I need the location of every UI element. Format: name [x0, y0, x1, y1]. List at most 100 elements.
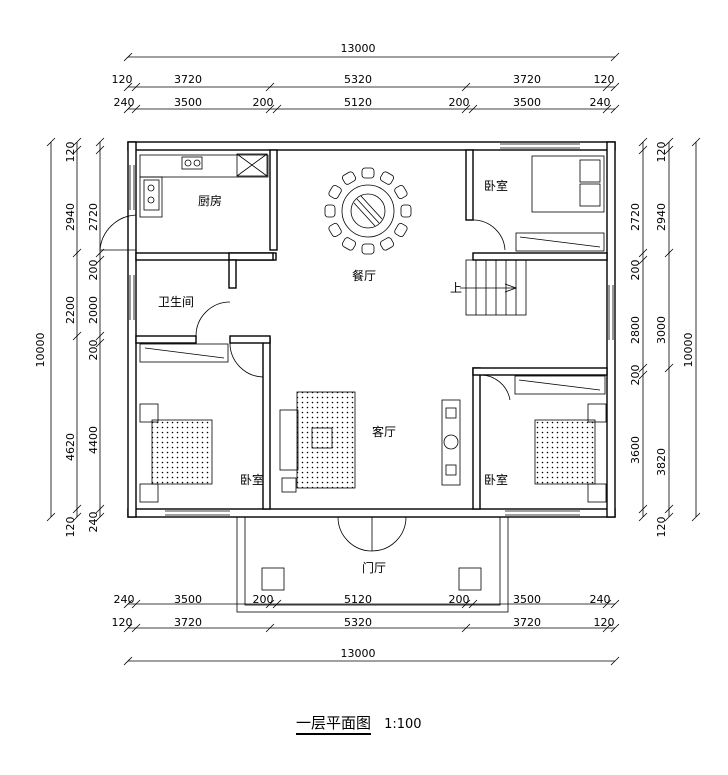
dim-left-i-1: 200 [87, 260, 100, 281]
dimension-tick [461, 623, 471, 633]
dimension-tick [638, 145, 648, 155]
dim-bot-r2-3: 3720 [513, 616, 541, 629]
dim-left-o-4: 120 [64, 517, 77, 538]
dimension-tick [95, 504, 105, 514]
dimension-tick [46, 137, 56, 147]
dimension-tick [95, 137, 105, 147]
dim-left-i-0: 2720 [87, 203, 100, 231]
dimension-tick [131, 623, 141, 633]
dim-bot-total: 13000 [341, 647, 376, 660]
dimension-tick [638, 363, 648, 373]
dimension-tick [468, 599, 478, 609]
dimension-lines [50, 56, 697, 662]
dining-table [324, 167, 412, 255]
label-kitchen: 厨房 [198, 193, 222, 208]
dimension-text-bottom: 240 3500 200 5120 200 3500 240 120 3720 … [112, 593, 615, 660]
dining-chair [324, 204, 336, 218]
dimension-tick [638, 504, 648, 514]
dim-right-o-1: 2940 [655, 203, 668, 231]
dim-right-total: 10000 [682, 333, 695, 368]
dim-right-i-3: 200 [629, 365, 642, 386]
label-stair-up: 上 [450, 281, 462, 295]
dim-top-r2-5: 3500 [513, 96, 541, 109]
dim-top-r2-2: 200 [253, 96, 274, 109]
dim-right-i-0: 2720 [629, 203, 642, 231]
kitchen-fixtures [139, 153, 269, 218]
dimension-tick [95, 145, 105, 155]
dimension-tick [610, 82, 620, 92]
dim-right-o-3: 3820 [655, 448, 668, 476]
dim-top-r2-3: 5120 [344, 96, 372, 109]
dimension-tick [123, 52, 133, 62]
dimension-tick [265, 623, 275, 633]
staircase [460, 259, 527, 316]
dimension-tick [602, 82, 612, 92]
dining-chair [361, 167, 375, 179]
dimension-tick [272, 104, 282, 114]
dim-bot-r1-0: 240 [114, 593, 135, 606]
dimension-tick [461, 82, 471, 92]
dimension-tick [664, 512, 674, 522]
dim-top-r2-1: 3500 [174, 96, 202, 109]
dim-right-i-4: 3600 [629, 436, 642, 464]
dimension-tick [638, 370, 648, 380]
dimension-text-top: 13000 120 3720 5320 3720 120 240 3500 20… [112, 42, 615, 109]
dim-top-r1-2: 5320 [344, 73, 372, 86]
dimension-tick [72, 145, 82, 155]
dim-top-r1-1: 3720 [174, 73, 202, 86]
dim-right-i-1: 200 [629, 260, 642, 281]
dimension-tick [131, 82, 141, 92]
porch [236, 516, 509, 613]
dimension-tick [272, 599, 282, 609]
dining-chair [342, 171, 356, 185]
dining-chair [342, 237, 356, 251]
dim-left-o-3: 4620 [64, 433, 77, 461]
dimension-tick [72, 137, 82, 147]
dim-top-r1-4: 120 [594, 73, 615, 86]
dimension-tick [131, 104, 141, 114]
dim-right-o-2: 3000 [655, 316, 668, 344]
dimension-tick [664, 137, 674, 147]
living-furniture [279, 391, 461, 493]
dimension-tick [72, 504, 82, 514]
dimension-tick [468, 104, 478, 114]
label-bedroom-sw: 卧室 [240, 472, 264, 487]
dim-bot-r1-3: 5120 [344, 593, 372, 606]
dimension-tick [664, 145, 674, 155]
dim-left-i-2: 2000 [87, 296, 100, 324]
dimension-tick [602, 104, 612, 114]
walls [127, 141, 616, 518]
dimension-tick [123, 623, 133, 633]
title-text: 一层平面图 [296, 714, 372, 735]
dimension-tick [664, 248, 674, 258]
dining-chair [394, 185, 408, 199]
dining-chair [328, 185, 342, 199]
dimension-tick [461, 104, 471, 114]
dimension-tick [265, 104, 275, 114]
floor-plan: 13000 120 3720 5320 3720 120 240 3500 20… [34, 42, 701, 666]
dining-chair [400, 204, 412, 218]
dimension-tick [602, 599, 612, 609]
dimension-tick [638, 137, 648, 147]
dim-bot-r2-2: 5320 [344, 616, 372, 629]
dim-top-total: 13000 [341, 42, 376, 55]
dimension-tick [72, 248, 82, 258]
dimension-tick [123, 656, 133, 666]
scale-text: 1:100 [384, 717, 422, 732]
label-living: 客厅 [372, 424, 396, 439]
dining-chair [380, 237, 394, 251]
dim-top-r2-6: 240 [590, 96, 611, 109]
label-bath: 卫生间 [158, 295, 194, 309]
dimension-tick [123, 599, 133, 609]
dimension-tick [602, 623, 612, 633]
dim-bot-r2-0: 120 [112, 616, 133, 629]
dim-right-o-4: 120 [655, 517, 668, 538]
dimension-tick [461, 599, 471, 609]
dining-chair [328, 223, 342, 237]
beds [139, 155, 607, 503]
dim-top-r1-0: 120 [112, 73, 133, 86]
dimension-tick [95, 338, 105, 348]
dimension-tick [123, 82, 133, 92]
label-dining: 餐厅 [352, 268, 376, 283]
dim-left-i-4: 4400 [87, 426, 100, 454]
